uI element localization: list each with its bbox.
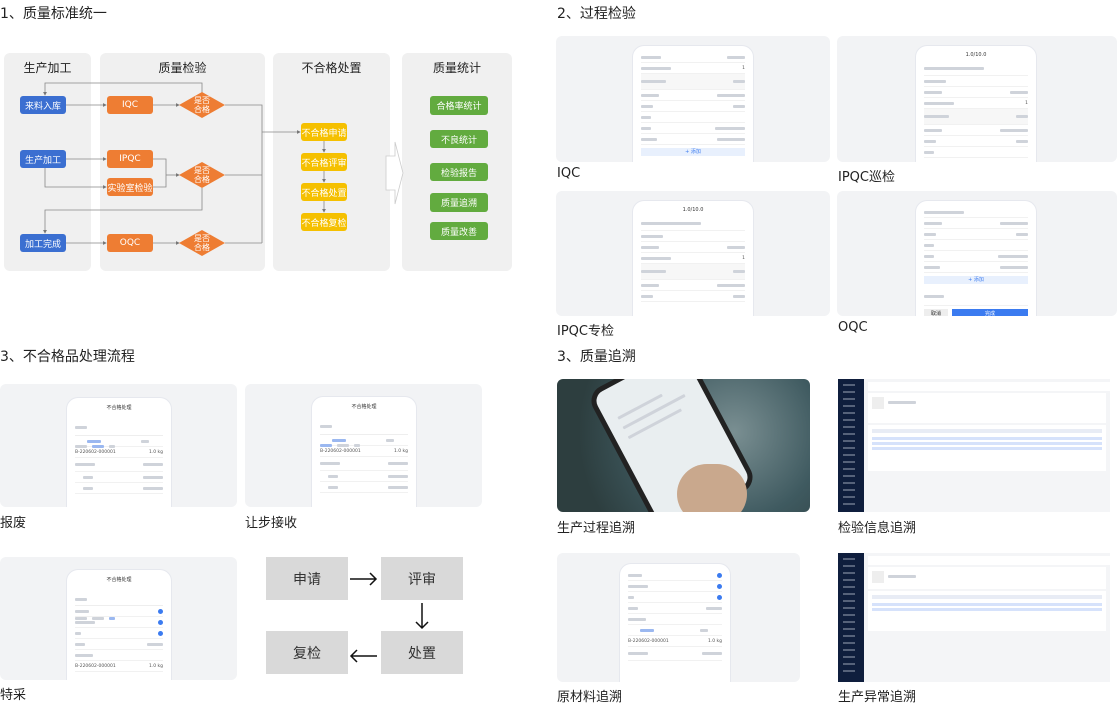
phone-mockup: B-220602-000001 1.0 kg <box>619 563 731 682</box>
label-ipqc-patrol: IPQC巡检 <box>838 170 895 185</box>
web-inspection-trace[interactable] <box>838 379 1110 512</box>
qty-value: 1 <box>742 65 745 71</box>
weight-value: 1.0 kg <box>148 449 163 455</box>
arrow-right-icon <box>350 572 378 586</box>
card-iqc[interactable]: 1 + 添加 <box>556 36 830 162</box>
label-concession: 让步接收 <box>245 516 298 531</box>
sidebar <box>838 379 864 512</box>
flow-step-dispose: 处置 <box>381 631 463 674</box>
card-material-trace[interactable]: B-220602-000001 1.0 kg <box>557 553 800 682</box>
batch-number: B-220602-000001 <box>75 449 116 455</box>
flow-step-recheck: 复检 <box>266 631 348 674</box>
label-special-purchase: 特采 <box>0 688 27 703</box>
batch-number: B-220602-000001 <box>628 638 669 644</box>
card-scrap[interactable]: 不合格处理 B-220602-000001 1.0 kg <box>0 384 237 507</box>
decision-diamond: 是否合格 <box>179 230 225 256</box>
label-oqc: OQC <box>838 320 868 335</box>
add-button: + 添加 <box>924 276 1028 284</box>
phone-mockup: 1.0/10.0 1 <box>915 45 1037 162</box>
node-oqc: OQC <box>107 234 153 252</box>
card-production-trace-photo[interactable] <box>557 379 810 512</box>
node-nc-review: 不合格评审 <box>301 153 347 171</box>
label-iqc: IQC <box>557 166 581 181</box>
node-pass-rate: 合格率统计 <box>430 96 488 115</box>
label-inspection-trace: 检验信息追溯 <box>838 521 917 536</box>
card-ipqc-special[interactable]: 1.0/10.0 1 <box>556 191 830 316</box>
flow-connectors <box>43 82 404 245</box>
label-exception-trace: 生产异常追溯 <box>838 690 917 705</box>
qty-value: 1 <box>742 255 745 261</box>
batch-number: B-220602-000001 <box>75 663 116 669</box>
node-nc-recheck: 不合格复检 <box>301 213 347 231</box>
sidebar <box>838 553 864 682</box>
phone-title: 不合格处理 <box>106 577 132 583</box>
node-finished: 加工完成 <box>20 234 66 252</box>
label-ipqc-special: IPQC专检 <box>557 324 614 339</box>
section-title-ncr: 3、不合格品处理流程 <box>0 349 135 365</box>
phone-mockup: 不合格处理 B-220602-000001 1.0 kg <box>311 396 417 507</box>
section-title-process: 2、过程检验 <box>557 6 636 22</box>
decision-label: 是否合格 <box>194 96 210 114</box>
hand-photo <box>677 464 747 512</box>
phone-title: 1.0/10.0 <box>682 207 704 213</box>
node-incoming: 来料入库 <box>20 96 66 114</box>
weight-value: 1.0 kg <box>393 448 408 454</box>
decision-diamond: 是否合格 <box>179 162 225 188</box>
label-production-trace: 生产过程追溯 <box>557 521 636 536</box>
phone-mockup: + 添加 取消 完成 <box>915 200 1037 316</box>
done-button: 完成 <box>952 309 1028 316</box>
weight-value: 1.0 kg <box>707 638 722 644</box>
panel-title: 不合格处置 <box>301 61 362 75</box>
panel-title: 质量统计 <box>432 61 481 75</box>
hollow-arrow-icon <box>385 141 404 205</box>
web-exception-trace[interactable] <box>838 553 1110 682</box>
flow-step-review: 评审 <box>381 557 463 600</box>
batch-number: B-220602-000001 <box>320 448 361 454</box>
section-title-standard: 1、质量标准统一 <box>0 6 107 22</box>
card-oqc[interactable]: + 添加 取消 完成 <box>837 191 1117 316</box>
decision-label: 是否合格 <box>194 234 210 252</box>
node-iqc: IQC <box>107 96 153 114</box>
node-production: 生产加工 <box>20 150 66 168</box>
phone-mockup: 不合格处理 B-220602-000001 1.0 kg <box>66 397 172 507</box>
cancel-button: 取消 <box>924 309 948 316</box>
node-ipqc: IPQC <box>107 150 153 168</box>
flow-arrows <box>349 572 429 663</box>
phone-mockup: 1 + 添加 <box>632 45 754 162</box>
node-nc-apply: 不合格申请 <box>301 123 347 141</box>
label-material-trace: 原材料追溯 <box>557 690 623 705</box>
add-button: + 添加 <box>641 148 745 156</box>
phone-mockup: 不合格处理 B-220602-000001 1.0 kg <box>66 569 172 680</box>
section-title-trace: 3、质量追溯 <box>557 349 636 365</box>
panel-title: 生产加工 <box>23 61 72 75</box>
node-defect-stats: 不良统计 <box>430 130 488 148</box>
weight-value: 1.0 kg <box>148 663 163 669</box>
card-ipqc-patrol[interactable]: 1.0/10.0 1 <box>837 36 1117 162</box>
node-nc-dispose: 不合格处置 <box>301 183 347 201</box>
decision-label: 是否合格 <box>194 166 210 184</box>
phone-mockup: 1.0/10.0 1 <box>632 200 754 316</box>
node-improve: 质量改善 <box>430 222 488 240</box>
label-scrap: 报废 <box>0 516 27 531</box>
node-trace: 质量追溯 <box>430 193 488 212</box>
arrow-down-icon <box>415 603 429 630</box>
decision-diamond: 是否合格 <box>179 92 225 118</box>
qty-value: 1 <box>1025 100 1028 106</box>
card-concession[interactable]: 不合格处理 B-220602-000001 1.0 kg <box>245 384 482 507</box>
node-report: 检验报告 <box>430 163 488 181</box>
flow-step-apply: 申请 <box>266 557 348 600</box>
phone-title: 不合格处理 <box>106 405 132 411</box>
panel-title: 质量检验 <box>158 61 207 75</box>
phone-title: 1.0/10.0 <box>965 52 987 58</box>
card-special-purchase[interactable]: 不合格处理 B-220602-000001 1.0 kg <box>0 557 237 680</box>
node-lab: 实验室检验 <box>107 178 153 196</box>
arrow-left-icon <box>349 649 377 663</box>
phone-title: 不合格处理 <box>351 404 377 410</box>
